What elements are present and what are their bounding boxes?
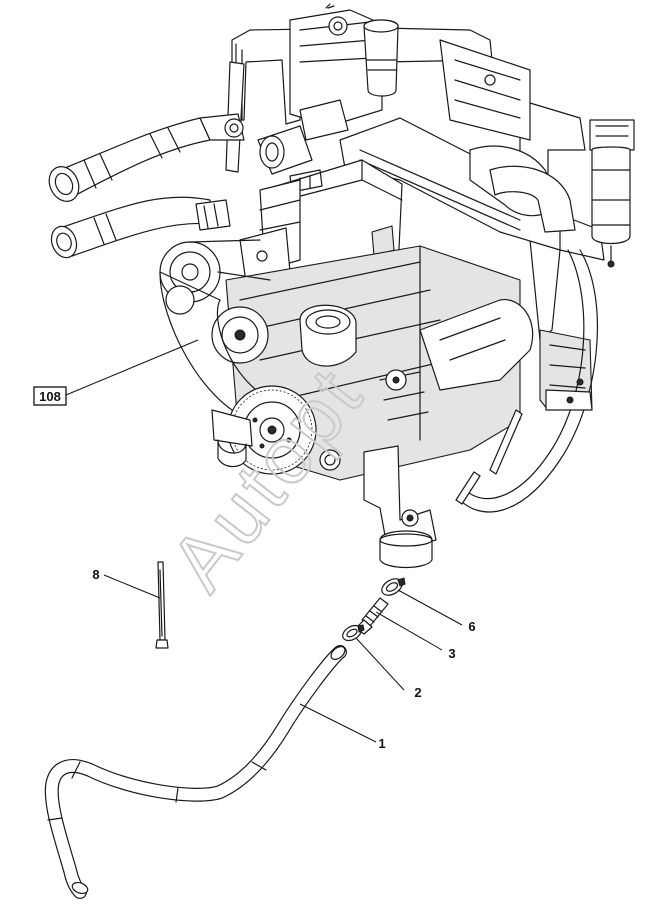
callout-108-label: 108 bbox=[39, 389, 61, 404]
callout-1-label: 1 bbox=[378, 736, 385, 751]
engine-assembly bbox=[48, 3, 635, 569]
callout-8-label: 8 bbox=[92, 567, 99, 582]
callout-leaders bbox=[65, 339, 463, 743]
cable-tie-part bbox=[155, 561, 169, 649]
upper-left-hose bbox=[48, 113, 245, 202]
callout-6-label: 6 bbox=[468, 619, 475, 634]
drain-hose bbox=[44, 645, 347, 899]
lower-hose-clamp bbox=[342, 624, 365, 642]
lower-left-hose bbox=[50, 196, 231, 259]
upper-hose-clamp bbox=[381, 577, 406, 596]
callout-3-label: 3 bbox=[448, 646, 455, 661]
callout-2-label: 2 bbox=[414, 685, 421, 700]
callout-108: 108 bbox=[33, 386, 67, 406]
